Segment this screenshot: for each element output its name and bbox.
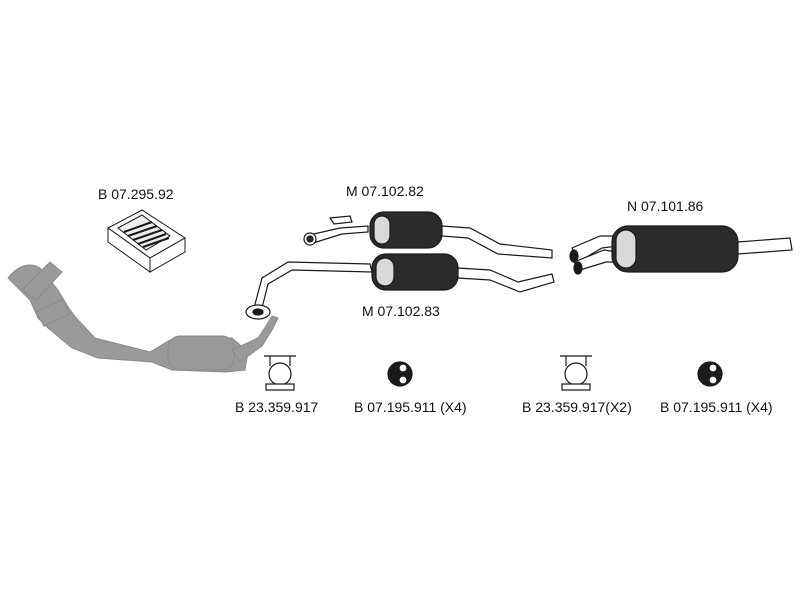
label-clamp-left: B 23.359.917 (235, 399, 319, 415)
label-middle-muffler-upper: M 07.102.82 (346, 183, 424, 199)
rubber-hanger-icon-right (697, 361, 723, 387)
muffler-icon (303, 211, 553, 259)
parts-box-icon (107, 209, 186, 273)
label-fitting-kit: B 07.295.92 (98, 186, 174, 202)
pipe-clamp-icon (264, 355, 296, 391)
rubber-hanger-icon (387, 361, 413, 387)
muffler-icon-lower (245, 253, 555, 320)
pipe-clamp-icon-right (560, 355, 592, 391)
label-bracket-left: B 07.195.911 (X4) (354, 399, 467, 415)
catalytic-converter-shadow-icon (7, 261, 279, 373)
label-middle-muffler-lower: M 07.102.83 (362, 303, 440, 319)
label-bracket-right: B 07.195.911 (X4) (660, 399, 773, 415)
twin-tip-muffler-icon (569, 225, 793, 275)
label-clamp-right: B 23.359.917(X2) (522, 399, 632, 415)
label-rear-muffler: N 07.101.86 (627, 198, 704, 214)
